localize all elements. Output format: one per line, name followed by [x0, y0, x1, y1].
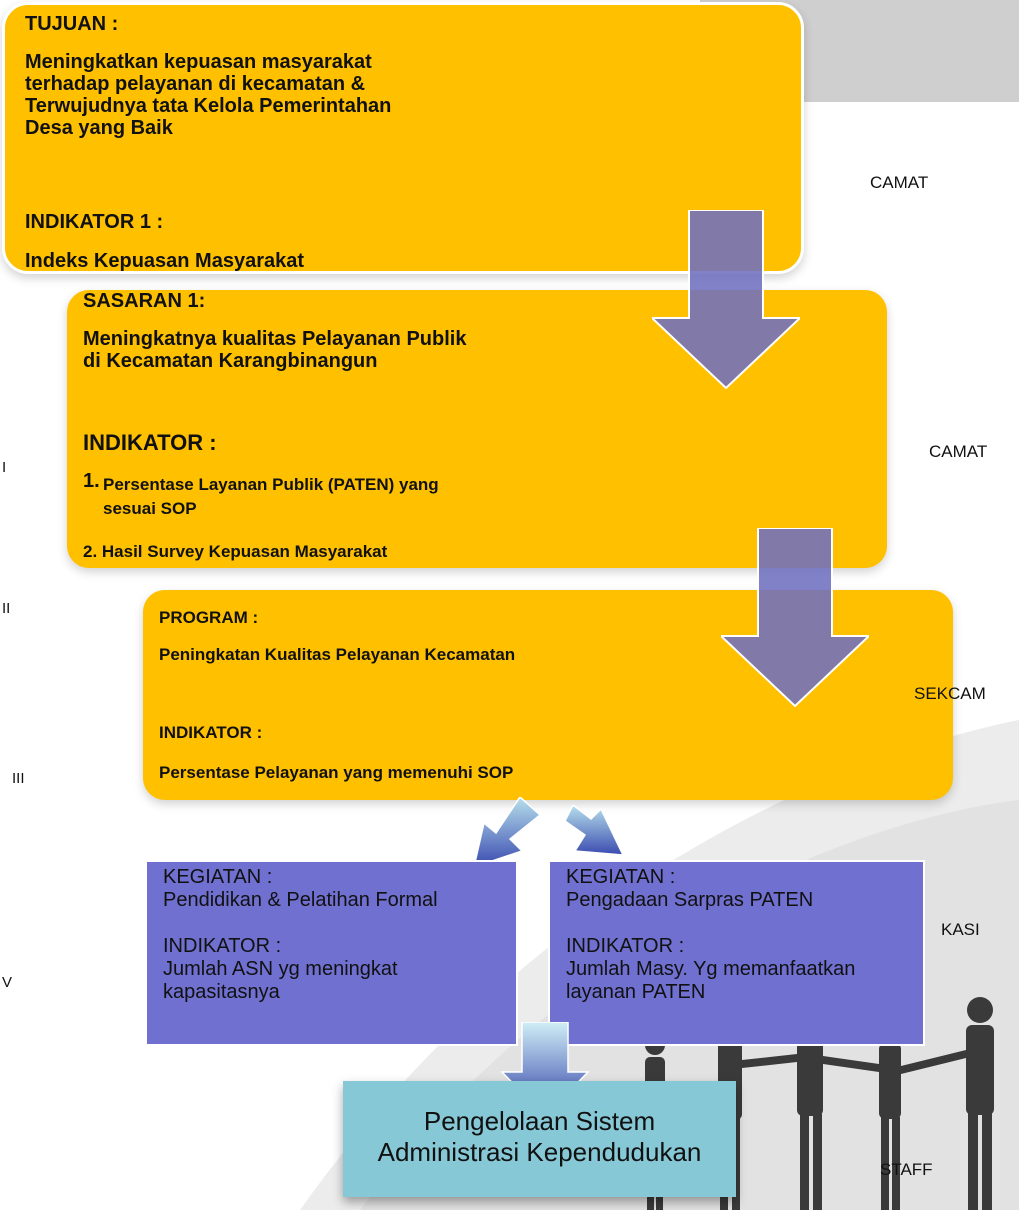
- sasaran-indicator-1-number: 1.: [83, 470, 100, 492]
- program-indicator-text: Persentase Pelayanan yang memenuhi SOP: [159, 763, 514, 782]
- kegiatan-2-indicator-text: Jumlah Masy. Yg memanfaatkan layanan PAT…: [566, 958, 856, 1003]
- kegiatan-2-indicator-heading: INDIKATOR :: [566, 935, 685, 957]
- level-label-1: I: [2, 459, 7, 476]
- kegiatan-1-indicator-text: Jumlah ASN yg meningkat kapasitasnya: [163, 958, 398, 1003]
- program-heading: PROGRAM :: [159, 608, 259, 627]
- kegiatan-box-1: KEGIATAN : Pendidikan & Pelatihan Formal…: [145, 860, 518, 1046]
- role-camat-2: CAMAT: [929, 442, 988, 461]
- program-text: Peningkatan Kualitas Pelayanan Kecamatan: [159, 645, 516, 664]
- sasaran-indicator-1: Persentase Layanan Publik (PATEN) yang s…: [103, 475, 439, 518]
- role-staff: STAFF: [880, 1160, 933, 1179]
- kegiatan-1-heading: KEGIATAN :: [163, 866, 273, 888]
- tujuan-box: TUJUAN : Meningkatkan kepuasan masyaraka…: [2, 2, 804, 274]
- kegiatan-2-heading: KEGIATAN :: [566, 866, 676, 888]
- role-sekcam: SEKCAM: [914, 684, 986, 703]
- role-camat-1: CAMAT: [870, 173, 929, 192]
- output-box: Pengelolaan Sistem Administrasi Kependud…: [343, 1081, 736, 1197]
- kegiatan-2-text: Pengadaan Sarpras PATEN: [566, 889, 814, 911]
- level-label-4: V: [2, 974, 13, 991]
- down-arrow-2-icon: [721, 528, 869, 708]
- diagonal-arrow-left-icon: [472, 797, 542, 869]
- tujuan-indicator-text: Indeks Kepuasan Masyarakat: [25, 250, 305, 272]
- sasaran-heading: SASARAN 1:: [83, 290, 206, 312]
- tujuan-heading: TUJUAN :: [25, 13, 119, 35]
- sasaran-indicator-heading: INDIKATOR :: [83, 430, 217, 455]
- kegiatan-1-indicator-heading: INDIKATOR :: [163, 935, 282, 957]
- kegiatan-1-text: Pendidikan & Pelatihan Formal: [163, 889, 438, 911]
- down-arrow-1-icon: [652, 210, 800, 390]
- level-label-3: III: [12, 770, 25, 787]
- kegiatan-box-2: KEGIATAN : Pengadaan Sarpras PATEN INDIK…: [548, 860, 925, 1046]
- level-label-2: II: [2, 600, 11, 617]
- tujuan-text: Meningkatkan kepuasan masyarakat terhada…: [25, 51, 392, 139]
- sasaran-text: Meningkatnya kualitas Pelayanan Publik d…: [83, 328, 467, 372]
- sasaran-indicator-2: 2. Hasil Survey Kepuasan Masyarakat: [83, 542, 388, 561]
- role-kasi: KASI: [941, 920, 980, 939]
- program-indicator-heading: INDIKATOR :: [159, 723, 263, 742]
- tujuan-indicator-heading: INDIKATOR 1 :: [25, 211, 164, 233]
- diagonal-arrow-right-icon: [564, 805, 625, 856]
